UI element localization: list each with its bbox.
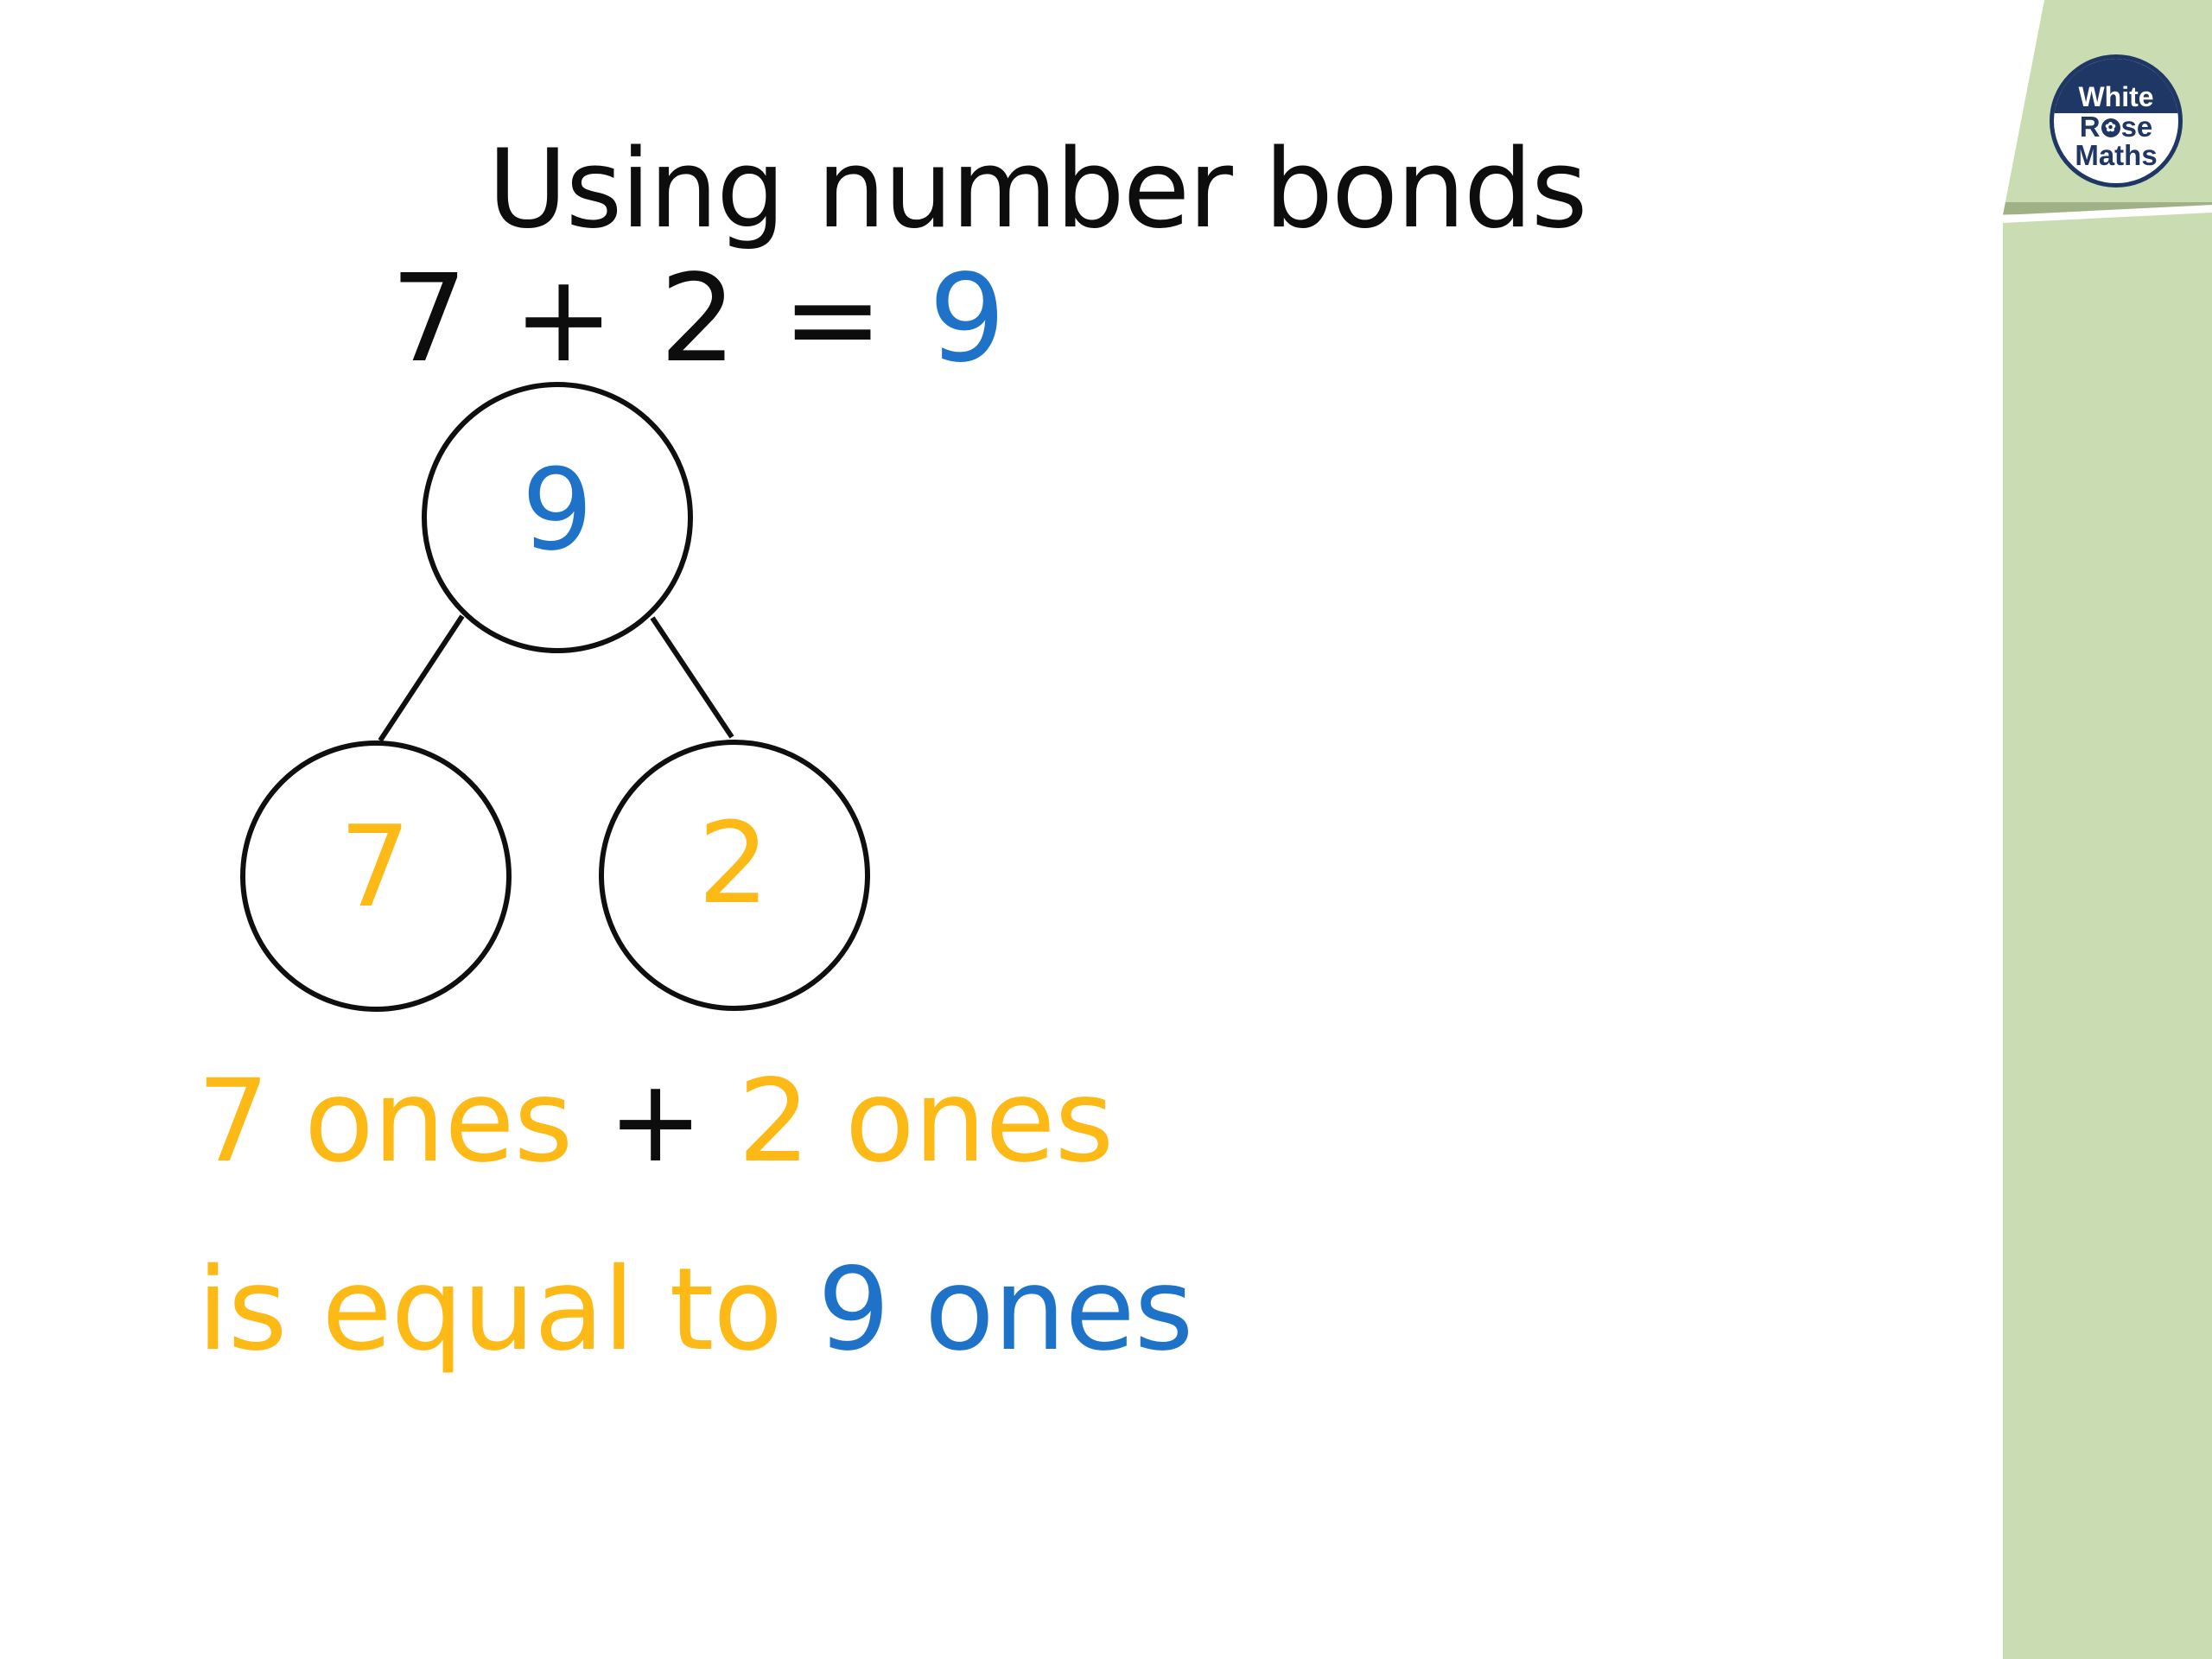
part-right-value: 2	[698, 798, 770, 929]
whole-value: 9	[522, 444, 594, 575]
white-rose-maths-logo: White R✿se Maths	[2050, 54, 2183, 188]
part-left-circle	[240, 741, 512, 1012]
equation: 7 + 2 = 9	[391, 259, 1009, 380]
connector-right-line	[650, 616, 734, 739]
logo-line1: White	[2078, 81, 2154, 113]
logo-rose-prefix: R	[2079, 111, 2101, 143]
logo-rose-suffix: se	[2120, 111, 2153, 143]
ones-sum-operator: +	[572, 1055, 738, 1188]
logo-top-half: White	[2054, 59, 2178, 114]
logo-rose-row: R✿se	[2079, 111, 2153, 143]
part-left-value: 7	[340, 801, 411, 932]
connector-left-line	[378, 614, 465, 742]
whole-circle	[422, 382, 693, 653]
ones-sum-line: 7 ones + 2 ones	[197, 1065, 1114, 1179]
logo-line2: Maths	[2075, 138, 2158, 171]
equation-result: 9	[928, 249, 1009, 390]
logo-bottom-half: R✿se Maths	[2054, 111, 2178, 183]
side-band	[2003, 213, 2212, 1659]
ones-sum-right-term: 2 ones	[737, 1055, 1114, 1188]
part-right-circle	[599, 740, 870, 1011]
ones-equal-result: 9 ones	[817, 1243, 1193, 1376]
ones-equal-prefix: is equal to	[197, 1243, 818, 1376]
rose-icon: ✿	[2101, 118, 2120, 137]
equation-lhs: 7 + 2 =	[391, 249, 929, 390]
page-title: Using number bonds	[487, 125, 1587, 252]
ones-equal-line: is equal to 9 ones	[197, 1253, 1193, 1367]
ones-sum-left-term: 7 ones	[197, 1055, 573, 1188]
